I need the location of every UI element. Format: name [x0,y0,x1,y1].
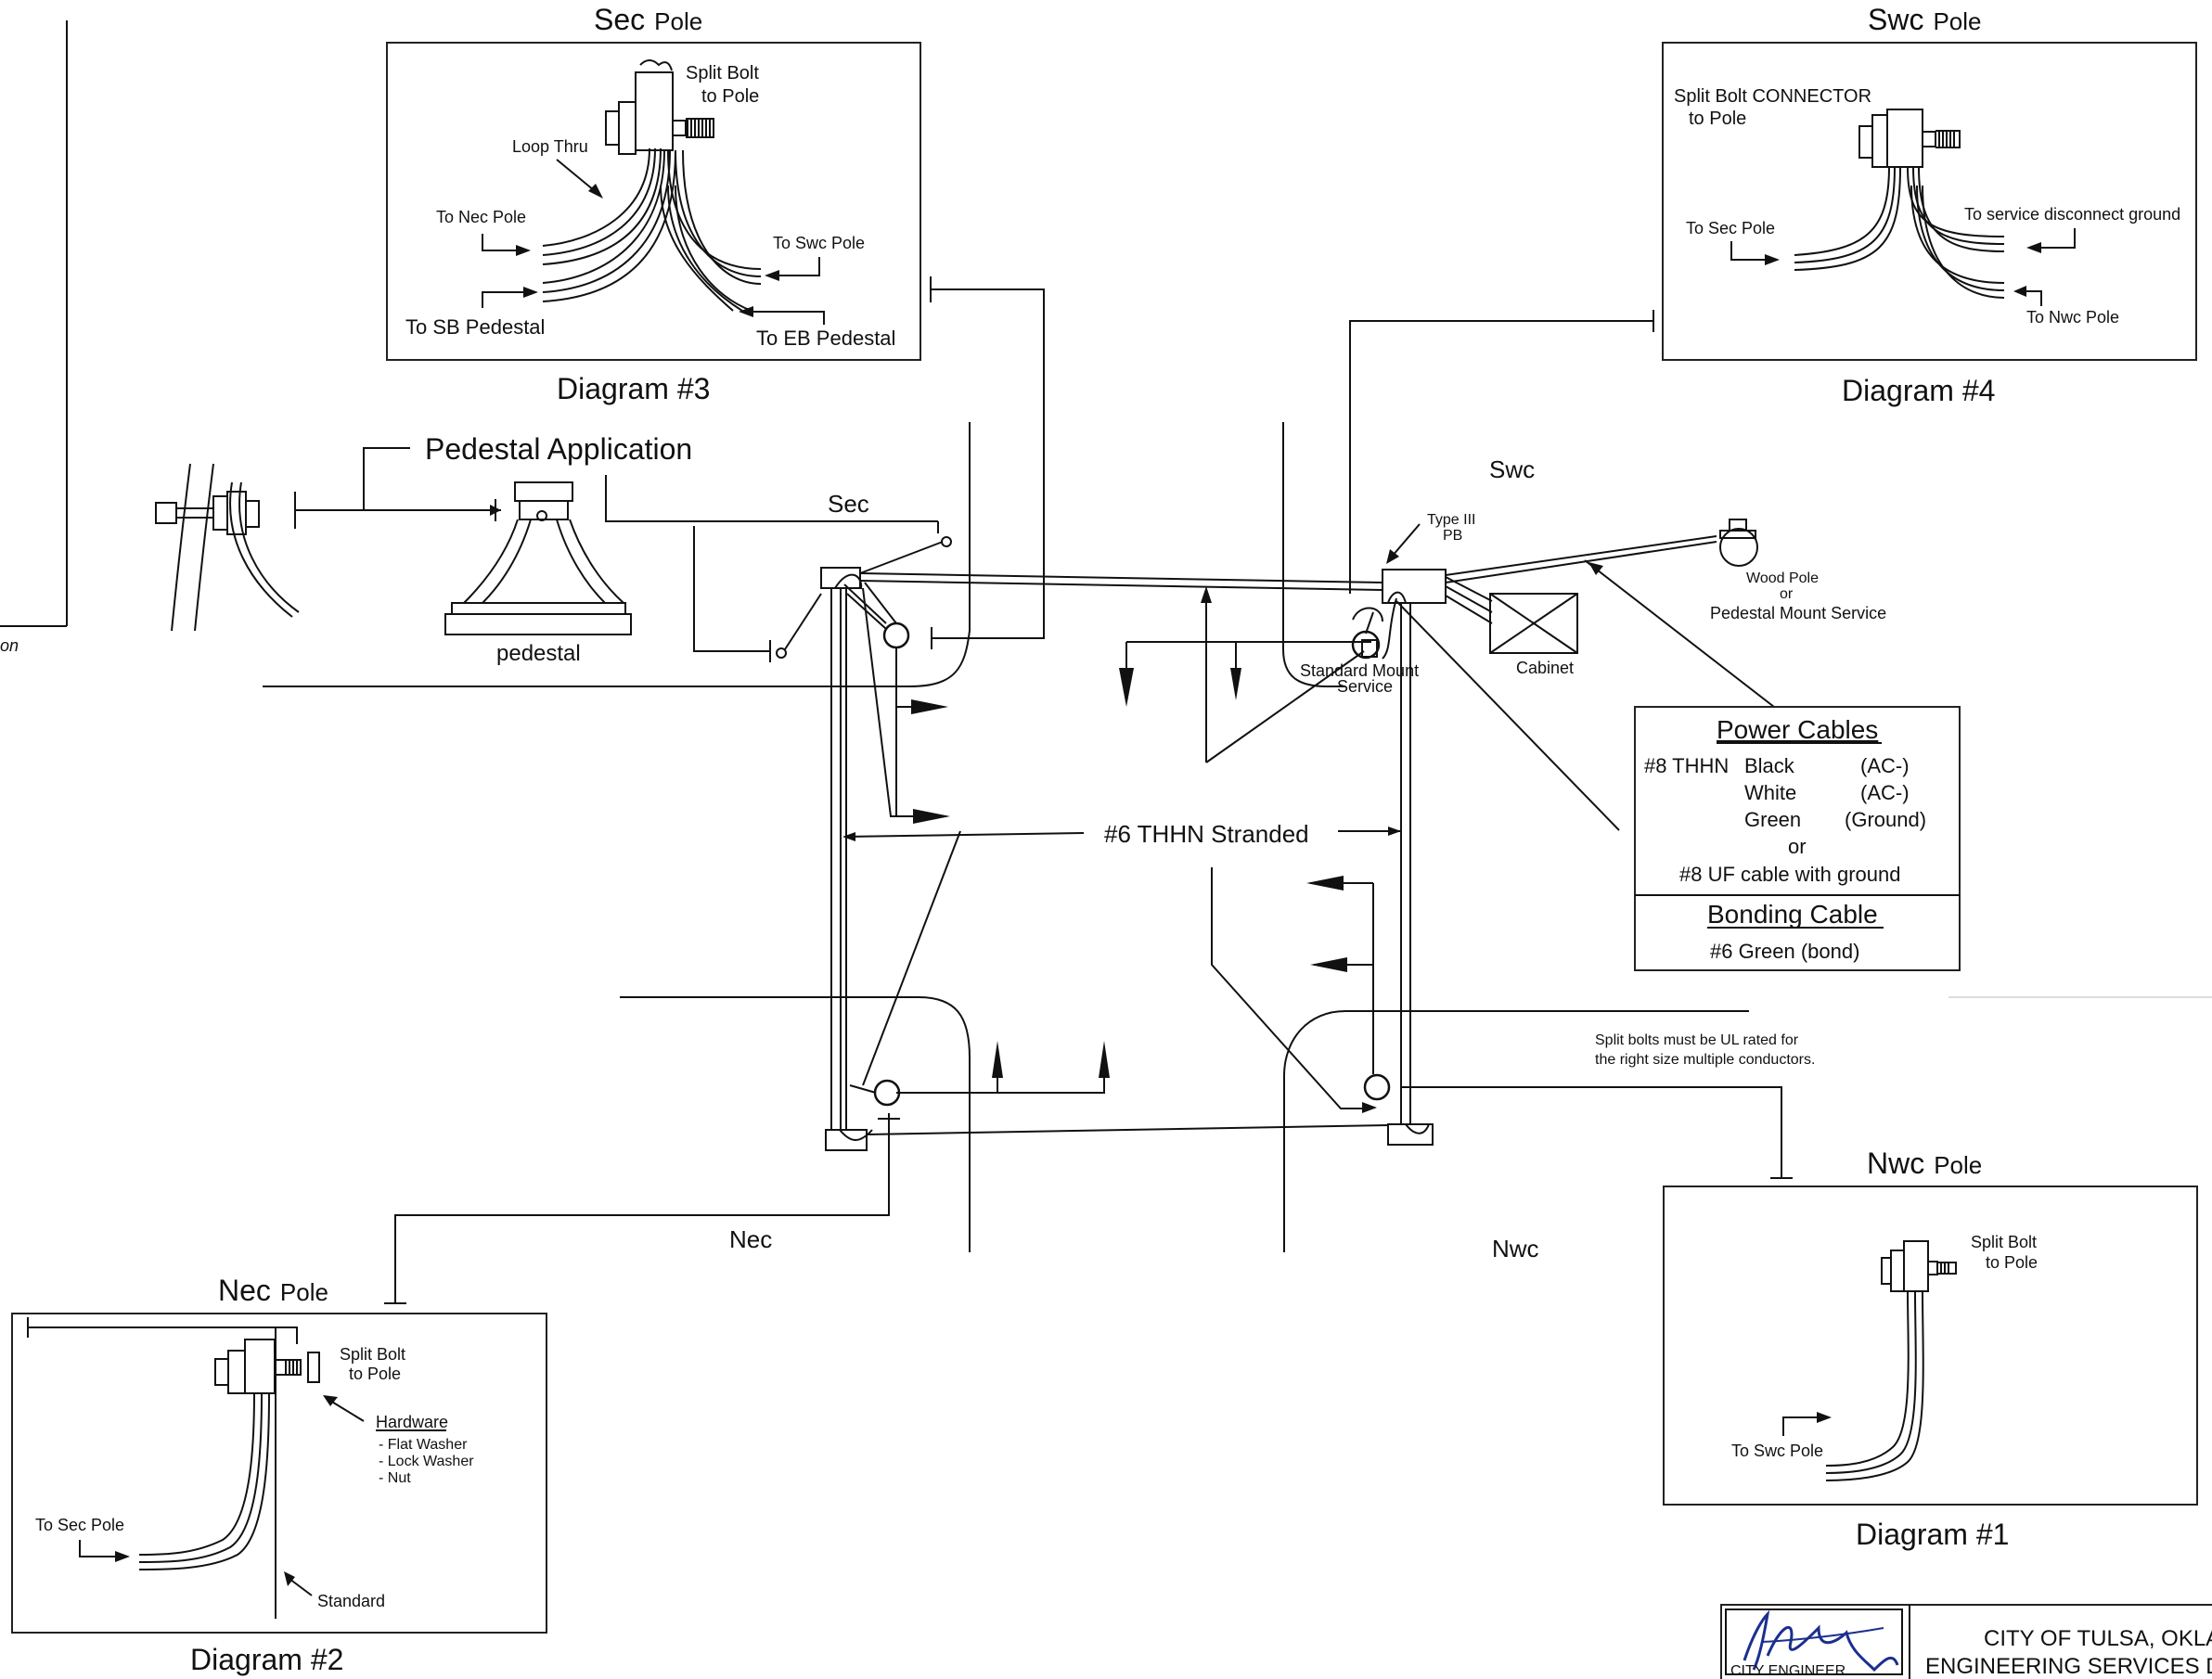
pedestal-application: Pedestal Application pedestal [155,432,692,666]
d4-wires [1794,166,2005,299]
cable-or: or [1788,835,1807,858]
split-bolt-icon [1858,109,1961,168]
nec-pole-icon [873,1079,901,1107]
d1-to-swc: To Swc Pole [1731,1442,1823,1460]
bonding-cable-title: Bonding Cable [1707,900,1878,929]
title-city: CITY OF TULSA, OKLA [1984,1626,2212,1651]
plan-swc-label: Swc [1489,455,1535,483]
d1-split-bolt-2: to Pole [1986,1253,2038,1272]
type3-label-2: PB [1443,528,1462,544]
pedestal-icon [444,481,632,635]
wood-pole-icon [1719,528,1758,567]
d2-standard: Standard [317,1592,385,1610]
loop-thru-wires [542,147,762,312]
pedestal-application-title: Pedestal Application [425,432,692,466]
cable-green: Green [1744,808,1801,831]
edge-fragment-text: on [0,636,19,655]
split-bolt-icon [214,1339,320,1394]
diagram-3-title: Diagram #3 [557,372,710,405]
power-cables-table: Power Cables #8 THHN Black (AC-) White (… [1634,706,1961,971]
diagram-4-title: Diagram #4 [1842,374,1995,407]
sec-pole-icon [882,622,910,649]
cabinet-icon [1489,593,1578,654]
plan-nec-label: Nec [729,1225,772,1253]
cable-green-code: (Ground) [1845,808,1926,831]
title-dept: ENGINEERING SERVICES D [1925,1654,2212,1679]
diagram-3-frame [386,42,921,361]
cable-black-code: (AC-) [1860,754,1910,777]
d2-split-bolt-2: to Pole [349,1365,401,1383]
left-edge-fragment: on [0,20,68,655]
cable-black: Black [1744,754,1795,777]
d4-to-service: To service disconnect ground [1964,205,2180,224]
diagram-1-frame [1663,1186,2198,1506]
signer-role: CITY ENGINEER [1730,1663,1845,1679]
d4-split-bolt-1: Split Bolt CONNECTOR [1674,86,1871,107]
diagram-1-title: Diagram #1 [1856,1518,2009,1551]
pedestal-label: pedestal [496,641,581,666]
thhn-label: #6 THHN Stranded [1104,820,1309,848]
wood-pole-label-2: or [1780,586,1794,602]
d2-hardware: Hardware [376,1413,448,1431]
cables-frame [1634,706,1961,971]
d3-loop-thru: Loop Thru [512,137,588,156]
power-cables-title: Power Cables [1717,715,1878,744]
d1-split-bolt-1: Split Bolt [1971,1233,2037,1251]
cable-white-code: (AC-) [1860,781,1910,804]
intersection-plan: #6 THHN Stranded Sec Swc Nec Nwc Type II… [263,276,2212,1304]
plan-nwc-label: Nwc [1492,1235,1539,1262]
diagram-2-title: Diagram #2 [190,1643,343,1676]
d2-hw-2: - Lock Washer [379,1454,474,1469]
d2-to-sec: To Sec Pole [35,1516,124,1534]
wood-pole-label-3: Pedestal Mount Service [1710,604,1886,622]
d3-to-eb: To EB Pedestal [756,327,895,350]
d4-to-nwc: To Nwc Pole [2026,308,2119,327]
std-mount-label-1: Standard Mount [1300,661,1419,680]
d4-to-sec: To Sec Pole [1686,219,1775,237]
nec-pole-base [825,1129,868,1151]
d3-to-sb: To SB Pedestal [405,315,545,339]
cable-prefix: #8 THHN [1644,754,1729,777]
diagram-2-frame [11,1313,547,1634]
d4-split-bolt-2: to Pole [1689,109,1746,129]
swc-pole-icon [1351,630,1381,660]
wood-pole-label-1: Wood Pole [1746,570,1819,586]
bonding-cable-value: #6 Green (bond) [1710,940,1859,963]
type3-label-1: Type III [1427,512,1475,528]
type3-pb [1382,569,1447,604]
sec-pole-base [820,567,861,589]
cabinet-label: Cabinet [1516,659,1574,677]
d2-hw-3: - Nut [379,1470,411,1486]
d2-split-bolt-1: Split Bolt [340,1345,405,1364]
d3-to-swc: To Swc Pole [773,234,865,252]
std-mount-label-2: Service [1337,677,1393,696]
plan-sec-label: Sec [828,490,869,518]
d3-split-bolt-1: Split Bolt [686,63,759,83]
d3-to-nec: To Nec Pole [436,208,526,226]
cable-white: White [1744,781,1796,804]
diagram-4-frame [1662,42,2197,361]
split-note-2: the right size multiple conductors. [1595,1052,1815,1068]
d3-split-bolt-2: to Pole [701,86,759,107]
nwc-pole-icon [1363,1073,1391,1101]
d2-hw-1: - Flat Washer [379,1437,468,1453]
split-note-1: Split bolts must be UL rated for [1595,1032,1799,1048]
nwc-pole-base [1387,1123,1434,1146]
signature-icon [1743,1609,1899,1673]
split-bolt-icon [1881,1240,1957,1292]
title-block: CITY ENGINEER CITY OF TULSA, OKLA ENGINE… [1720,1604,2212,1679]
cable-uf: #8 UF cable with ground [1679,863,1900,886]
